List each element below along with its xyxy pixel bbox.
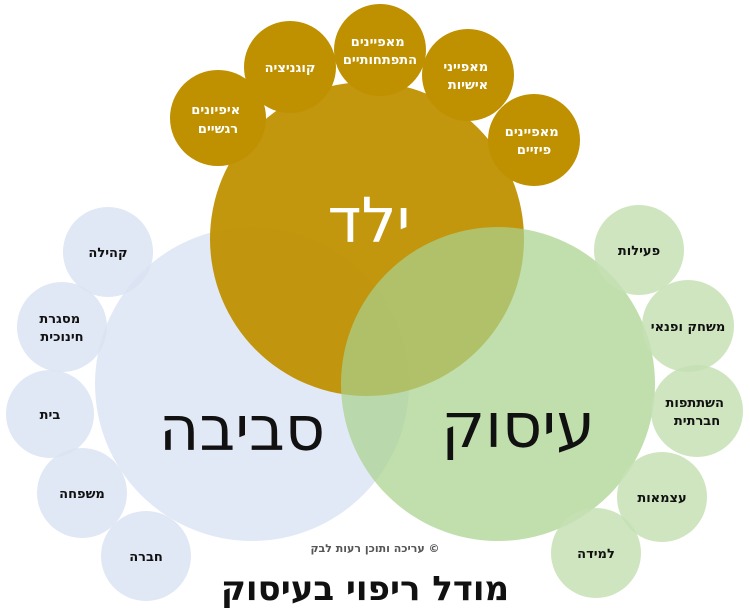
environment-factor-home-line1: בית [40,408,61,423]
occupation-factor-play-leisure: משחק ופנאי [642,280,734,372]
occupation-factor-learning-line1: למידה [577,547,615,562]
occupation-factor-social-participation-line1: השתתפות [666,396,724,411]
svg-text:איפיונים רגשיים: איפיונים רגשיים [191,103,244,137]
child-factor-cognition-line1: קוגניציה [265,61,316,76]
child-factor-physical: מאפיינים פיזיים [488,94,580,186]
occupation-factor-independence: עצמאות [617,452,707,542]
child-label: ילד [328,184,411,257]
child-factor-personality: מאפייני אישיות [422,29,514,121]
environment-label: סביבה [159,392,325,465]
child-factor-emotional-line1: איפיונים [191,103,240,118]
occupation-factor-activity: פעילות [594,205,684,295]
environment-factor-education-line2: חינוכית [40,330,83,345]
child-factor-personality-line2: אישיות [448,78,488,93]
occupation-factor-activity-line1: פעילות [618,244,660,259]
svg-text:בית: בית [40,408,61,423]
occupation-label: עיסוק [441,389,595,462]
child-factor-developmental-line1: מאפיינים [351,35,405,50]
svg-text:מאפיינים התפתחותיים: מאפיינים התפתחותיים [343,35,417,68]
svg-text:מאפייני אישיות: מאפייני אישיות [443,60,492,93]
environment-factor-education-line1: מסגרת [39,312,80,327]
svg-text:מסגרת חינוכית: מסגרת חינוכית [39,312,84,345]
svg-text:למידה: למידה [577,547,615,562]
environment-factor-family-line1: משפחה [59,487,105,502]
environment-factor-home: בית [6,370,94,458]
svg-text:קוגניציה: קוגניציה [265,61,316,76]
child-factor-cognition: קוגניציה [244,21,336,113]
environment-factor-society-line1: חברה [129,550,163,565]
svg-text:חברה: חברה [129,550,163,565]
credit-text: © עריכה ותוכן רעות לבק [310,542,439,555]
child-factor-emotional-line2: רגשיים [198,122,238,137]
environment-factor-education: מסגרת חינוכית [17,282,107,372]
svg-text:מאפיינים פיזיים: מאפיינים פיזיים [505,125,563,158]
occupation-factor-independence-line1: עצמאות [637,491,686,506]
environment-factor-society: חברה [101,511,191,601]
child-factor-developmental: מאפיינים התפתחותיים [334,4,426,96]
occupation-factor-social-participation-line2: חברתית [674,414,720,429]
occupation-factor-social-participation: השתתפות חברתית [651,365,743,457]
child-factor-physical-line1: מאפיינים [505,125,559,140]
svg-text:פעילות: פעילות [618,244,660,259]
environment-factor-community-line1: קהילה [88,246,127,261]
occupation-factor-learning: למידה [551,508,641,598]
occupation-factor-play-leisure-line1: משחק ופנאי [651,320,726,335]
svg-text:עצמאות: עצמאות [637,491,686,506]
child-factor-physical-line2: פיזיים [517,143,551,158]
occupation-circle [341,227,655,541]
child-factor-personality-line1: מאפייני [443,60,488,75]
child-factor-emotional: איפיונים רגשיים [170,70,266,166]
svg-text:משחק ופנאי: משחק ופנאי [651,320,726,335]
svg-text:משפחה: משפחה [59,487,105,502]
svg-text:השתתפות חברתית: השתתפות חברתית [666,396,729,429]
environment-factor-community: קהילה [63,207,153,297]
svg-text:קהילה: קהילה [88,246,127,261]
child-factor-developmental-line2: התפתחותיים [343,53,417,68]
environment-factor-family: משפחה [37,448,127,538]
diagram-title: מודל ריפוי בעיסוק [221,569,509,609]
